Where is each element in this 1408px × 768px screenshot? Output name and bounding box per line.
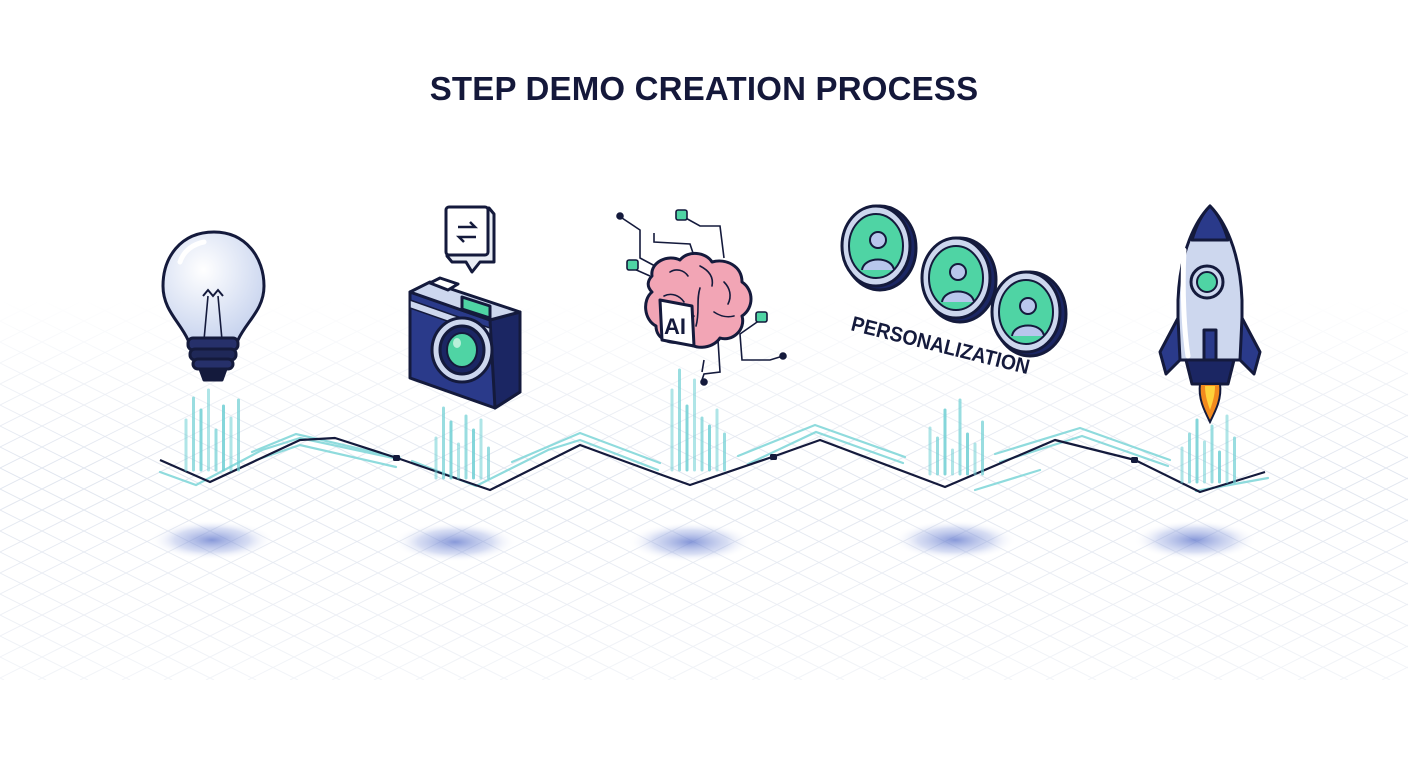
sync-bubble-icon [444,205,496,274]
avatar-disc-3 [990,270,1068,358]
path-nodes [393,454,1138,463]
wave-accents [158,423,1270,493]
ai-label: AI [664,314,686,339]
lightbulb-icon [161,230,266,382]
path-node [393,455,400,461]
shadow-5 [1133,520,1257,560]
shadow-2 [393,522,517,562]
ai-brain-icon: AI [616,209,787,386]
path-node [1131,457,1138,463]
floor-shadows [150,520,1257,562]
signal-bars [184,368,1236,484]
avatar-disc-1 [840,204,918,292]
shadow-3 [628,522,752,562]
camera-icon [408,205,522,410]
avatar-disc-2 [920,236,998,324]
diagram-title: STEP DEMO CREATION PROCESS [429,70,979,107]
shadow-4 [893,520,1017,560]
shadow-1 [150,520,274,560]
path-node [770,454,777,460]
process-path [159,436,1266,494]
circuit-nodes [616,209,787,386]
rocket-icon [1158,204,1262,425]
